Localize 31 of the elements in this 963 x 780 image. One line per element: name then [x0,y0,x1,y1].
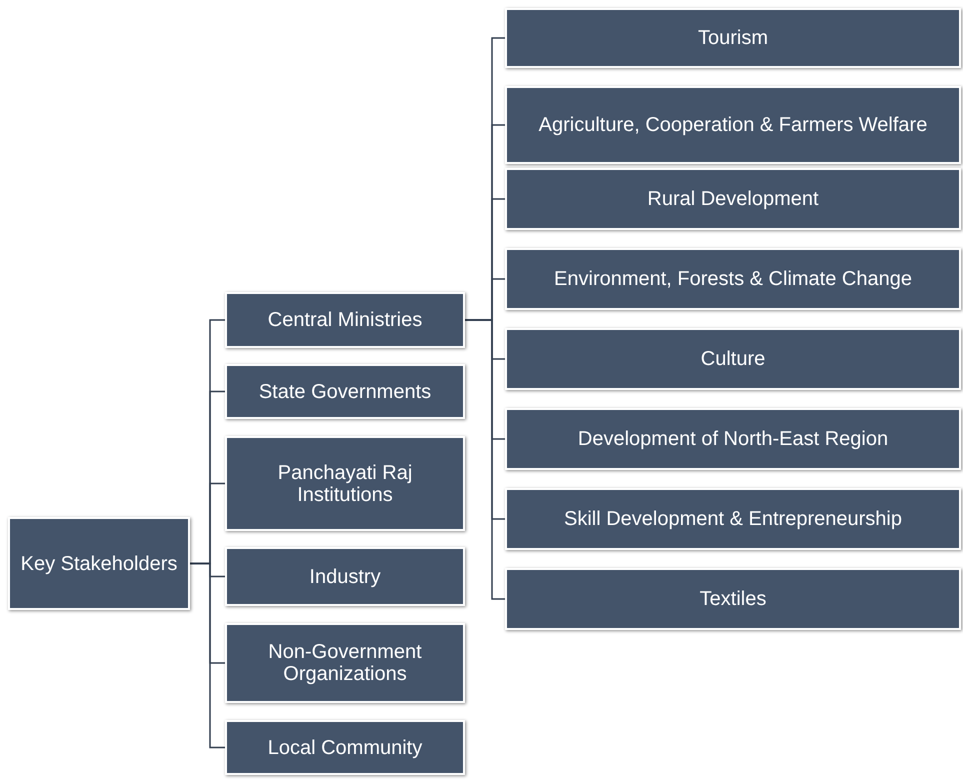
node-label: Environment, Forests & Climate Change [554,268,912,290]
stakeholder-box [225,720,465,775]
stakeholder-box [505,328,961,390]
node-label: Key Stakeholders [20,552,178,574]
node-label: Industry [309,566,381,588]
node-label: Development of North-East Region [578,428,888,450]
stakeholder-box [505,86,961,164]
stakeholder-box [505,488,961,550]
stakeholder-box [225,623,465,703]
node-label: Skill Development & Entrepreneurship [564,508,902,530]
stakeholder-box [505,168,961,230]
node-label: Agriculture, Cooperation & Farmers Welfare [538,114,928,136]
node-label: State Governments [258,380,432,402]
node-label: Culture [700,348,766,370]
stakeholder-box [505,8,961,68]
stakeholder-box [505,248,961,310]
stakeholder-box [505,568,961,630]
node-label: Rural Development [647,188,819,210]
node-label: Central Ministries [268,309,422,331]
node-label: Local Community [268,736,422,758]
node-label: Tourism [698,27,768,49]
stakeholder-box [8,517,190,610]
stakeholder-box [225,364,465,419]
node-label: Textiles [700,588,766,610]
stakeholder-box [505,408,961,470]
node-label: Non-Government Organizations [267,641,423,685]
node-label: Panchayati Raj Institutions [276,462,414,506]
stakeholder-box [225,436,465,531]
stakeholder-box [225,547,465,606]
stakeholder-box [225,292,465,348]
connector-line [465,319,505,600]
